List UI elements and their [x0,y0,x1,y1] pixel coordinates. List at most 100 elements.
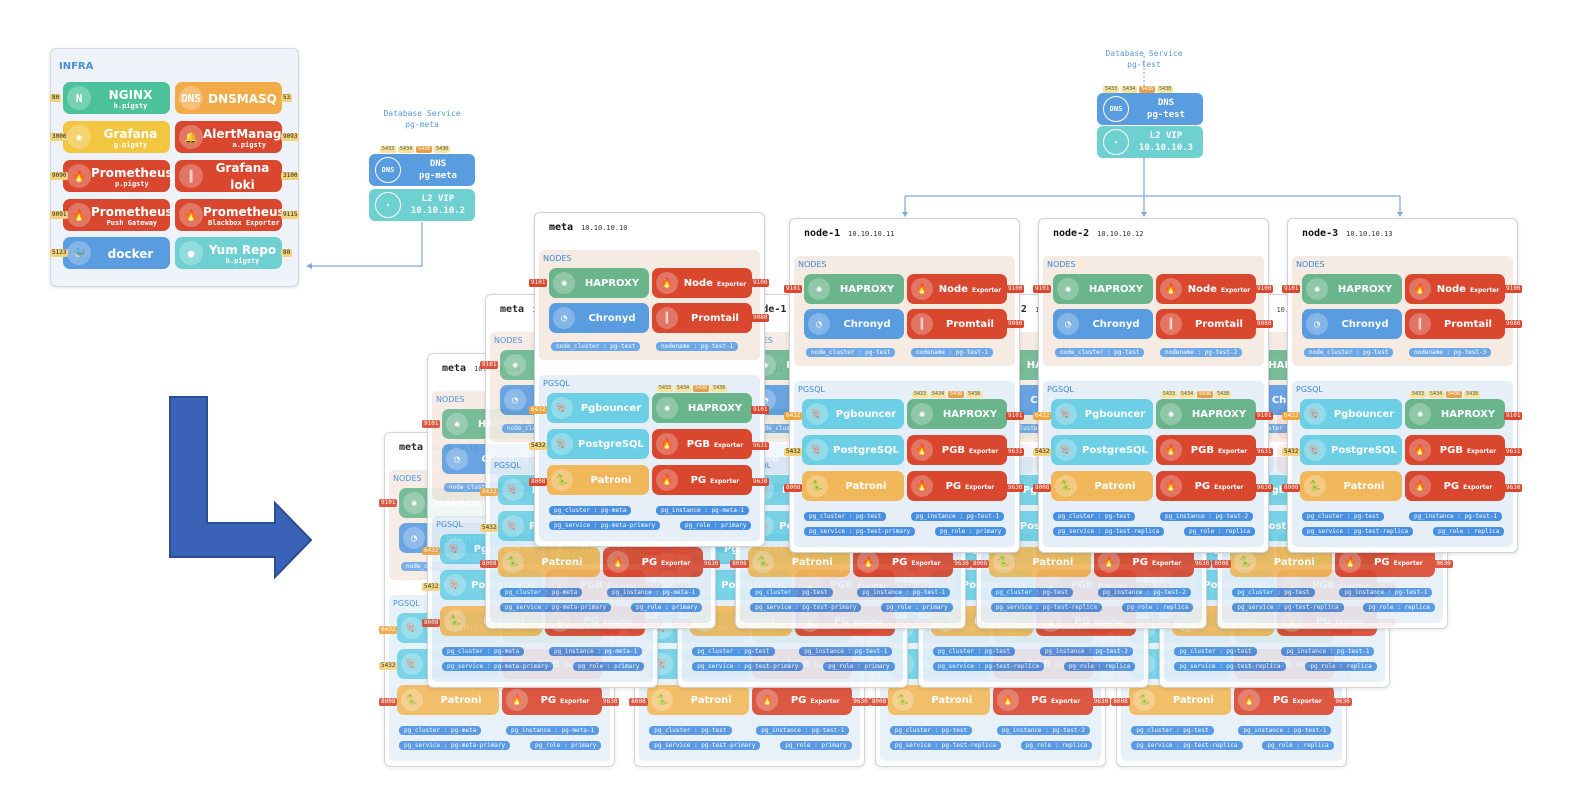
patroni-box[interactable]: 🐍Patroni [547,465,649,495]
postgres-box[interactable]: 🐘PostgreSQL [1051,435,1153,465]
service-meta-name: pg-meta [405,120,439,129]
patroni-box[interactable]: 🐍Patroni [887,685,990,715]
patroni-box[interactable]: 🐍Patroni [397,685,499,715]
pg-haproxy-box[interactable]: ✺HAPROXY [907,399,1007,429]
postgres-box[interactable]: 🐘PostgreSQL [547,429,649,459]
patroni-box[interactable]: 🐍Patroni [647,685,750,715]
component-name: PG [1194,480,1211,492]
pg-instance-label: pg_instance : pg-meta-1 [549,647,643,656]
patroni-box[interactable]: 🐍Patroni [1300,471,1402,501]
pgbouncer-box[interactable]: 🐘Pgbouncer [1300,399,1402,429]
patroni-box[interactable]: 🐍Patroni [498,547,600,577]
patroni-box[interactable]: 🐍Patroni [1051,471,1153,501]
service-test-name: pg-test [1127,60,1161,69]
haproxy-box[interactable]: ✺HAPROXY [804,274,904,304]
pg-role-label: pg_role : primary [631,603,703,612]
chronyd-box[interactable]: ◔Chronyd [1302,309,1402,339]
port-badge: 5434 [930,391,947,398]
component-label: Patroni [1256,557,1332,568]
port-badge: 5436 [1197,391,1214,398]
port-badge: 5436 [416,146,433,153]
component-name: Promtail [1444,318,1492,330]
pg-haproxy-box[interactable]: ✺HAPROXY [652,393,752,423]
port-badge: 9630 [1192,560,1212,568]
port-badge: 3100 [281,172,300,180]
service-meta-label: Database Service [383,109,461,118]
pg-service-label: pg_service : pg-test-replica [1174,662,1286,671]
pgbouncer-box[interactable]: 🐘Pgbouncer [1051,399,1153,429]
port-badge: 5433 [657,385,674,392]
pgbouncer-box[interactable]: 🐘Pgbouncer [802,399,904,429]
pg-cluster-label: pg_cluster : pg-test [1053,512,1136,521]
infra-item[interactable]: ║Grafana loki [175,160,282,192]
promtail-box[interactable]: ║Promtail [907,309,1007,339]
component-name: Node [683,277,713,289]
chronyd-box[interactable]: ◔Chronyd [1053,309,1153,339]
patroni-box[interactable]: 🐍Patroni [1129,685,1232,715]
chronyd-box[interactable]: ◔Chronyd [549,303,649,333]
pg-cluster-label: pg_cluster : pg-meta [399,726,482,735]
promtail-box[interactable]: ║Promtail [1405,309,1505,339]
component-sub: Exporter [1466,447,1497,455]
pgbouncer-icon: 🐘 [1055,403,1077,425]
infra-item[interactable]: 🐳docker [63,237,170,269]
port-badge: 5438 [1215,391,1232,398]
postgres-box[interactable]: 🐘PostgreSQL [802,435,904,465]
pgbouncer-box[interactable]: 🐘Pgbouncer [547,393,649,423]
haproxy-box[interactable]: ✺HAPROXY [1302,274,1402,304]
chronyd-box[interactable]: ◔Chronyd [804,309,904,339]
infra-item-name: docker [107,246,154,261]
service-icon: 🔥 [179,203,203,227]
pg-service-label: pg_service : pg-test-replica [932,662,1044,671]
promtail-box[interactable]: ║Promtail [1156,309,1256,339]
haproxy-box[interactable]: ✺HAPROXY [549,268,649,298]
haproxy-box[interactable]: ✺HAPROXY [1053,274,1153,304]
pg-haproxy-box[interactable]: ✺HAPROXY [1405,399,1505,429]
component-label: Pgbouncer [1326,409,1402,420]
port-badge: 6432 [422,547,441,555]
port-badge: 80 [50,94,62,102]
postgres-box[interactable]: 🐘PostgreSQL [1300,435,1402,465]
pg-haproxy-box[interactable]: ✺HAPROXY [1156,399,1256,429]
promtail-box[interactable]: ║Promtail [652,303,752,333]
component-sub: Exporter [911,559,941,567]
infra-item-name: Prometheus [91,204,173,219]
component-name: HAPROXY [1088,283,1144,295]
patroni-box[interactable]: 🐍Patroni [802,471,904,501]
dns-icon: DNS [375,157,401,183]
